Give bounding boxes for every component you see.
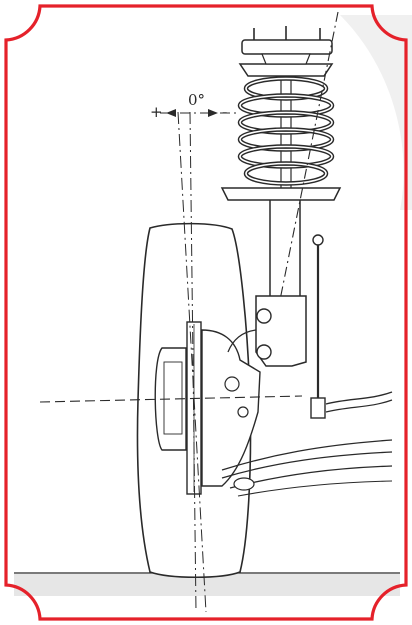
steering-axis-line	[279, 11, 339, 301]
wheel-center-horizontal-line	[39, 395, 303, 403]
spring-coil-inner	[239, 145, 333, 168]
camber-plus-sign: +	[150, 103, 163, 121]
stabilizer-bar-2	[325, 399, 393, 413]
spring-coil-inner	[239, 94, 333, 117]
lower-arm-line-4	[237, 480, 393, 497]
ground-shade	[14, 574, 400, 596]
vertical-reference-line	[177, 111, 207, 613]
stabilizer-bar	[325, 391, 393, 405]
hub-nut	[224, 376, 240, 392]
ball-joint	[233, 477, 255, 491]
lower-arm-line-2	[221, 451, 393, 479]
spring-coil-inner	[239, 111, 333, 134]
spring-coil-inner	[239, 128, 333, 151]
steering-knuckle	[201, 329, 261, 487]
stabilizer-link-top	[312, 234, 324, 246]
lower-arm-line-1	[221, 439, 393, 471]
caliper-detail	[163, 361, 183, 435]
camber-minus-sign: -	[222, 103, 227, 121]
camber-arrow-left	[166, 109, 176, 117]
brake-caliper	[154, 347, 187, 451]
coil-spring	[237, 76, 335, 186]
camber-arrow-right	[208, 109, 218, 117]
red-frame	[4, 4, 408, 621]
camber-angle-label: 0°	[188, 91, 205, 109]
lower-spring-seat	[220, 187, 342, 201]
watermark-shape	[340, 15, 412, 210]
strut-to-knuckle	[227, 329, 257, 353]
upper-mount	[241, 39, 333, 55]
spring-coil-inner	[245, 162, 327, 185]
mount-dust-cap	[261, 53, 311, 65]
spring-coil-inner	[245, 77, 327, 100]
hub-bolt	[237, 406, 249, 418]
stabilizer-link-bottom	[310, 397, 326, 419]
upper-spring-seat	[238, 63, 334, 77]
strut-bolt-upper	[256, 308, 272, 324]
strut-body	[269, 194, 301, 301]
wheel-centerline	[189, 111, 197, 613]
strut-bolt-lower	[256, 344, 272, 360]
